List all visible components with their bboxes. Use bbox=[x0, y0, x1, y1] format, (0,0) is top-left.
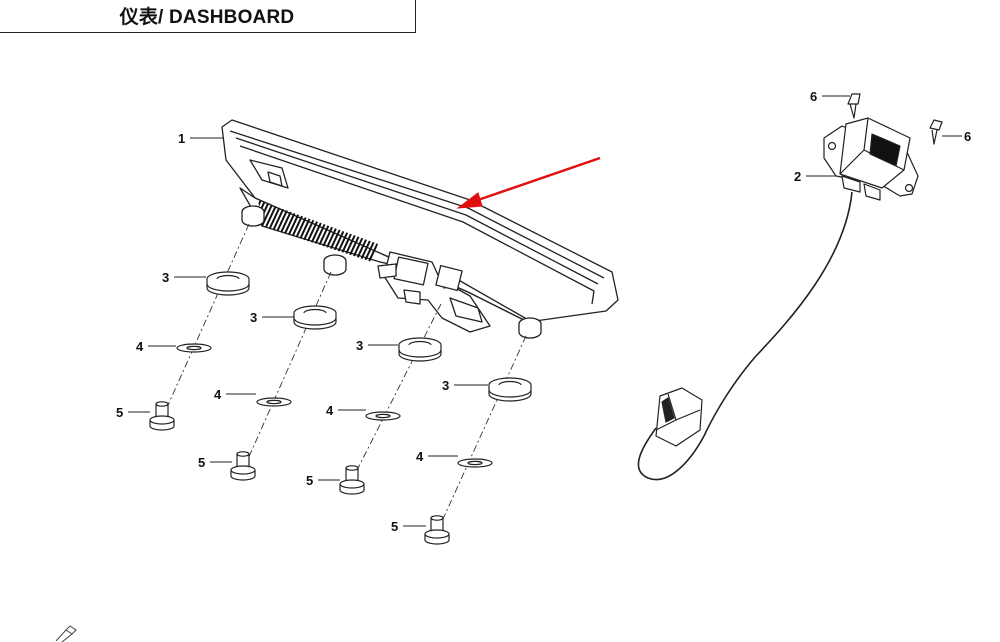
grommet bbox=[206, 271, 250, 296]
washer bbox=[256, 397, 292, 407]
callout-labels: 1 3 3 3 3 4 4 4 4 5 5 5 5 2 6 6 bbox=[116, 89, 971, 534]
callout-4-washer: 4 bbox=[326, 403, 334, 418]
screw bbox=[847, 93, 861, 119]
bolt bbox=[424, 515, 450, 545]
callout-3-grommet: 3 bbox=[162, 270, 169, 285]
grommets bbox=[206, 271, 532, 402]
grommet bbox=[293, 305, 337, 330]
callout-5-bolt: 5 bbox=[198, 455, 205, 470]
callout-5-bolt: 5 bbox=[306, 473, 313, 488]
callout-5-bolt: 5 bbox=[391, 519, 398, 534]
grommet bbox=[488, 377, 532, 402]
callout-6-screw: 6 bbox=[810, 89, 817, 104]
callout-3-grommet: 3 bbox=[250, 310, 257, 325]
washer bbox=[365, 411, 401, 421]
grommet bbox=[398, 337, 442, 362]
callout-leaders bbox=[128, 95, 962, 527]
dashboard-assembly bbox=[221, 119, 619, 339]
pencil-mark-icon bbox=[55, 625, 77, 642]
callout-4-washer: 4 bbox=[416, 449, 424, 464]
bolt bbox=[339, 465, 365, 495]
callout-3-grommet: 3 bbox=[356, 338, 363, 353]
bolt bbox=[230, 451, 256, 481]
callout-1-dashboard: 1 bbox=[178, 131, 185, 146]
callout-3-grommet: 3 bbox=[442, 378, 449, 393]
red-pointer-arrow-icon bbox=[456, 156, 601, 209]
assembly-centerlines bbox=[163, 223, 527, 531]
callout-2-remote-display: 2 bbox=[794, 169, 801, 184]
page-title: 仪表/ DASHBOARD bbox=[119, 6, 295, 28]
bolts bbox=[149, 401, 450, 545]
washers bbox=[176, 343, 493, 468]
callout-5-bolt: 5 bbox=[116, 405, 123, 420]
header-title-box: 仪表/ DASHBOARD bbox=[0, 0, 416, 33]
washer bbox=[176, 343, 212, 353]
callout-6-screw: 6 bbox=[964, 129, 971, 144]
remote-display-assembly bbox=[637, 93, 943, 481]
callout-4-washer: 4 bbox=[214, 387, 222, 402]
screw bbox=[929, 119, 943, 145]
bolt bbox=[149, 401, 175, 431]
callout-4-washer: 4 bbox=[136, 339, 144, 354]
washer bbox=[457, 458, 493, 468]
